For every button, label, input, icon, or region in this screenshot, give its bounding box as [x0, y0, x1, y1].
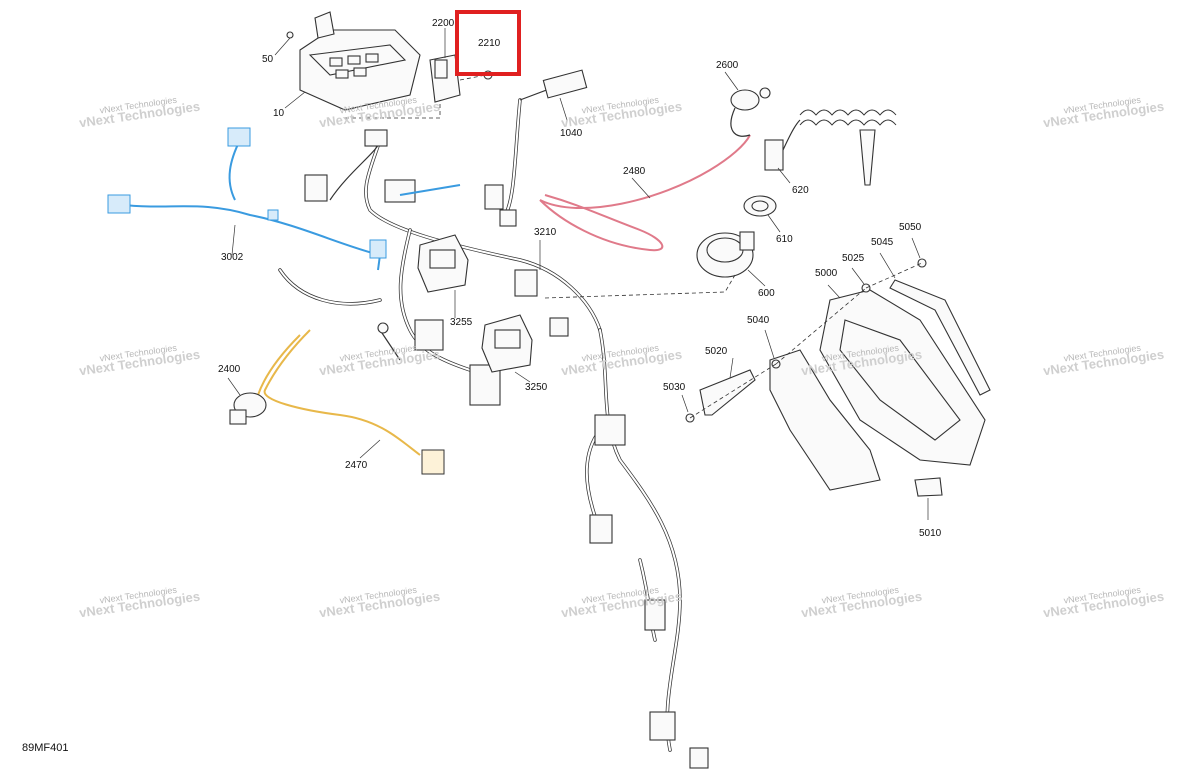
selected-part-highlight: [455, 10, 521, 76]
callout-1040[interactable]: 1040: [560, 128, 583, 139]
callout-10[interactable]: 10: [273, 108, 285, 119]
blue-harness-3002[interactable]: [107, 127, 461, 271]
switch-part-2400[interactable]: [229, 392, 267, 425]
callout-5010[interactable]: 5010: [919, 528, 942, 539]
callout-2470[interactable]: 2470: [345, 460, 368, 471]
callout-620[interactable]: 620: [792, 185, 809, 196]
callout-610[interactable]: 610: [776, 234, 793, 245]
callout-2200[interactable]: 2200: [432, 18, 455, 29]
callout-5030[interactable]: 5030: [663, 382, 686, 393]
pink-harness-2480[interactable]: [539, 134, 751, 252]
grommet-610[interactable]: [743, 195, 777, 217]
callout-2480[interactable]: 2480: [623, 166, 646, 177]
switch-part-3255[interactable]: [417, 234, 469, 293]
callout-3255[interactable]: 3255: [450, 317, 473, 328]
component-2600[interactable]: [730, 87, 771, 137]
fuse-box-part-10[interactable]: [286, 11, 421, 111]
figure-code: 89MF401: [22, 742, 69, 754]
callout-5025[interactable]: 5025: [842, 253, 865, 264]
harness-connectors: [304, 69, 709, 769]
callout-50[interactable]: 50: [262, 54, 274, 65]
callout-2600[interactable]: 2600: [716, 60, 739, 71]
callout-5045[interactable]: 5045: [871, 237, 894, 248]
switch-part-2200[interactable]: [429, 54, 493, 103]
callout-5020[interactable]: 5020: [705, 346, 728, 357]
bracket-5020[interactable]: [699, 369, 756, 416]
ecu-assembly-5000[interactable]: [769, 279, 991, 497]
callout-5040[interactable]: 5040: [747, 315, 770, 326]
callout-2400[interactable]: 2400: [218, 364, 241, 375]
callout-5000[interactable]: 5000: [815, 268, 838, 279]
callout-3002[interactable]: 3002: [221, 252, 244, 263]
callout-3210[interactable]: 3210: [534, 227, 557, 238]
key-switch-600[interactable]: [696, 231, 755, 278]
coiled-cord-620[interactable]: [764, 109, 897, 186]
callout-2210[interactable]: 2210: [478, 38, 501, 49]
switch-part-3250[interactable]: [481, 314, 533, 373]
callout-5050[interactable]: 5050: [899, 222, 922, 233]
callout-3250[interactable]: 3250: [525, 382, 548, 393]
yellow-harness-2470[interactable]: [257, 329, 445, 475]
callout-600[interactable]: 600: [758, 288, 775, 299]
